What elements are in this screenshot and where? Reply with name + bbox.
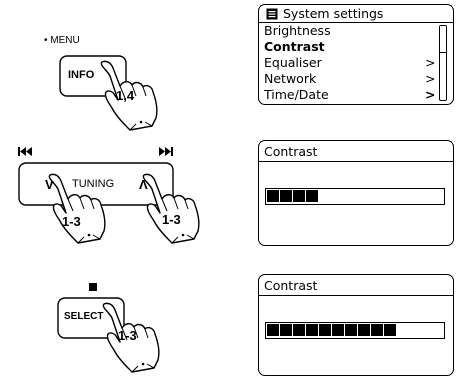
lcd-title-divider	[259, 295, 453, 296]
menu-label: • MENU	[44, 35, 80, 46]
lcd-title-divider	[259, 22, 453, 23]
contrast-segment	[384, 324, 396, 336]
menu-item-brightness[interactable]: Brightness	[264, 23, 331, 38]
tuning-button-group[interactable]: V TUNING Λ	[18, 162, 174, 206]
menu-item-time-date[interactable]: Time/Date	[264, 87, 329, 102]
contrast-bar-segments	[267, 190, 318, 202]
contrast-bar-segments	[267, 324, 396, 336]
step-number-label: 1-3	[118, 328, 137, 343]
pointing-hand-icon	[46, 173, 116, 245]
stop-icon	[89, 283, 97, 291]
scrollbar-thumb[interactable]	[440, 26, 446, 53]
submenu-arrow: >	[425, 87, 436, 102]
lcd-title-divider	[259, 161, 453, 162]
settings-icon	[266, 8, 278, 20]
scrollbar[interactable]	[439, 25, 447, 101]
submenu-arrow: >	[425, 55, 436, 70]
pointing-hand-icon	[98, 60, 168, 132]
contrast-segment	[332, 324, 344, 336]
menu-item-equaliser[interactable]: Equaliser	[264, 55, 322, 70]
tuning-up-button[interactable]: Λ	[139, 177, 148, 192]
info-button-label: INFO	[68, 69, 95, 81]
contrast-segment	[319, 324, 331, 336]
contrast-level-bar[interactable]	[265, 188, 445, 205]
contrast-segment	[306, 190, 318, 202]
pointing-hand-icon	[100, 302, 170, 374]
contrast-segment	[371, 324, 383, 336]
contrast-level-bar[interactable]	[265, 322, 445, 339]
lcd-title: Contrast	[264, 144, 318, 159]
contrast-segment	[293, 190, 305, 202]
next-track-icon	[159, 147, 173, 156]
tuning-label: TUNING	[72, 178, 115, 190]
contrast-segment	[358, 324, 370, 336]
pointing-hand-icon	[140, 173, 210, 245]
lcd-display-contrast-low: Contrast	[258, 140, 454, 246]
lcd-display-contrast-high: Contrast	[258, 274, 454, 376]
lcd-display-system-settings: System settings Brightness Contrast Equa…	[258, 4, 454, 105]
step-number-label: 1-3	[62, 214, 81, 229]
contrast-segment	[306, 324, 318, 336]
contrast-segment	[267, 324, 279, 336]
contrast-segment	[293, 324, 305, 336]
submenu-arrow: >	[425, 71, 436, 86]
contrast-segment	[280, 324, 292, 336]
menu-item-contrast[interactable]: Contrast	[264, 39, 325, 54]
tuning-down-button[interactable]: V	[45, 177, 54, 192]
step-number-label: 1,4	[116, 88, 135, 103]
step-number-label: 1-3	[162, 212, 181, 227]
lcd-title: Contrast	[264, 278, 318, 293]
menu-item-network[interactable]: Network	[264, 71, 317, 86]
contrast-segment	[280, 190, 292, 202]
contrast-segment	[267, 190, 279, 202]
previous-track-icon	[18, 147, 32, 156]
select-button-label: SELECT	[64, 311, 104, 322]
lcd-title: System settings	[283, 6, 384, 21]
contrast-segment	[345, 324, 357, 336]
